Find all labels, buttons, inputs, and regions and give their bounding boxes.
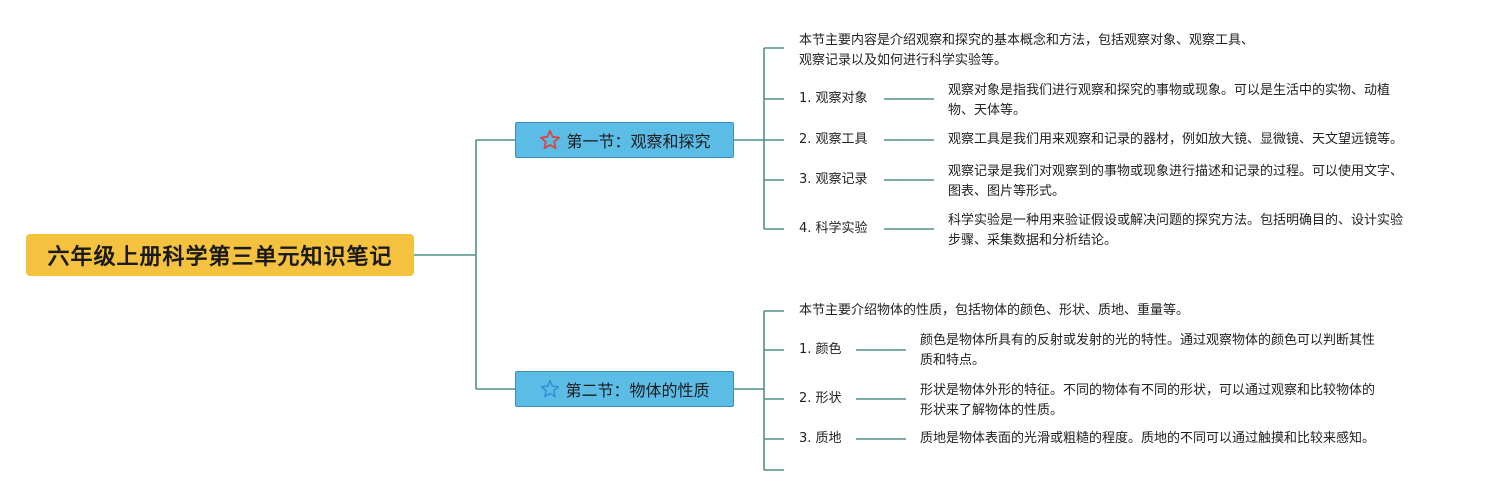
list-item-label[interactable]: 4. 科学实验 [799,221,868,236]
section1-connector [734,47,784,230]
list-item-label[interactable]: 1. 颜色 [799,342,842,357]
section2-item-desc-lines [856,349,906,440]
list-item-label[interactable]: 3. 观察记录 [799,172,868,187]
root-connector [414,139,516,390]
star-icon [538,129,562,151]
list-item-desc: 颜色是物体所具有的反射或发射的光的特性。通过观察物体的颜色可以判断其性 质和特点… [920,333,1376,368]
list-item-desc: 形状是物体外形的特征。不同的物体有不同的形状，可以通过观察和比较物体的 形状来了… [920,383,1376,418]
list-item-label[interactable]: 3. 质地 [799,431,842,446]
list-item-label[interactable]: 1. 观察对象 [799,91,868,106]
list-item-desc: 观察工具是我们用来观察和记录的器材，例如放大镜、显微镜、天文望远镜等。 [948,132,1404,147]
section-title: 第一节：观察和探究 [566,132,711,151]
section-title: 第二节：物体的性质 [565,381,710,400]
section1-item-desc-lines [884,98,934,230]
list-item-desc: 科学实验是一种用来验证假设或解决问题的探究方法。包括明确目的、设计实验 步骤、采… [948,213,1404,248]
list-item-desc: 质地是物体表面的光滑或粗糙的程度。质地的不同可以通过触摸和比较来感知。 [920,431,1376,446]
section-node-2[interactable]: 第二节：物体的性质 [515,371,734,407]
section2-connector [734,310,784,471]
star-icon [539,379,561,399]
section1-intro: 本节主要内容是介绍观察和探究的基本概念和方法，包括观察对象、观察工具、 观察记录… [799,33,1255,68]
list-item-label[interactable]: 2. 形状 [799,391,842,406]
section-node-1[interactable]: 第一节：观察和探究 [515,122,734,158]
list-item-desc: 观察记录是我们对观察到的事物或现象进行描述和记录的过程。可以使用文字、 图表、图… [948,164,1404,199]
list-item-desc: 观察对象是指我们进行观察和探究的事物或现象。可以是生活中的实物、动植 物、天体等… [948,83,1391,118]
section2-intro: 本节主要介绍物体的性质，包括物体的颜色、形状、质地、重量等。 [799,303,1190,318]
root-node[interactable]: 六年级上册科学第三单元知识笔记 [26,234,414,276]
list-item-label[interactable]: 2. 观察工具 [799,132,868,147]
